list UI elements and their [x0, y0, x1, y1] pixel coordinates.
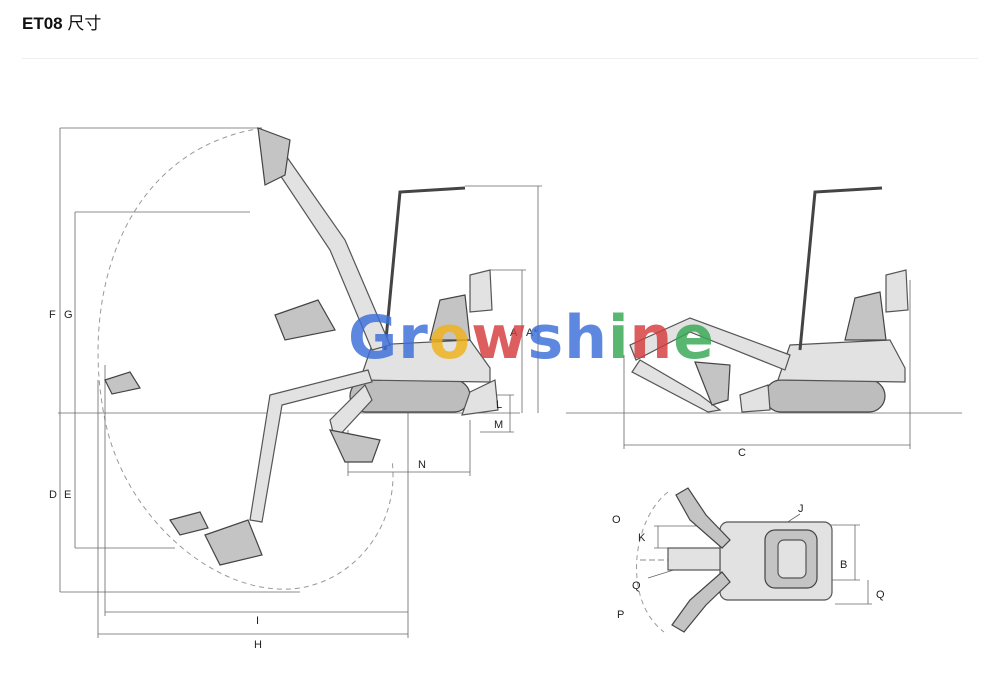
- dozer-blade: [739, 384, 771, 413]
- arm-folded: [631, 359, 722, 413]
- title-divider: [22, 58, 978, 59]
- transport-view: C: [566, 186, 962, 459]
- label-c: C: [738, 447, 746, 459]
- upper-body: [359, 339, 491, 383]
- boom-folded: [629, 317, 791, 371]
- wm-letter-7: n: [630, 303, 674, 373]
- wm-letter-0: G: [348, 303, 398, 373]
- swing-arc: [636, 491, 669, 633]
- label-p: P: [617, 609, 624, 621]
- label-h: H: [254, 639, 262, 651]
- dozer-blade: [461, 379, 499, 416]
- excavator-side-right: [629, 186, 909, 413]
- top-view: O J K B Q Q P: [612, 487, 885, 633]
- label-n: N: [418, 459, 426, 471]
- label-d: D: [49, 489, 57, 501]
- label-o: O: [612, 514, 621, 526]
- page-title: ET08 尺寸: [22, 9, 101, 34]
- seat: [429, 294, 471, 341]
- label-f: F: [49, 309, 56, 321]
- label-j: J: [798, 503, 804, 515]
- working-range-view: F G D E A A* L M N I H: [49, 127, 542, 651]
- track: [764, 379, 886, 413]
- boom-left: [675, 487, 731, 549]
- label-q-right: Q: [876, 589, 885, 601]
- canopy-frame: [383, 186, 466, 351]
- excavator-side-left: [104, 127, 499, 566]
- wm-letter-6: i: [608, 303, 630, 373]
- label-m: M: [494, 419, 503, 431]
- wm-letter-4: s: [528, 303, 565, 373]
- label-g: G: [64, 309, 73, 321]
- canopy-frame: [798, 186, 883, 351]
- boom-right: [671, 571, 731, 633]
- bucket-low: [204, 519, 263, 566]
- label-a: A: [510, 327, 518, 339]
- label-b: B: [840, 559, 847, 571]
- title-suffix: 尺寸: [67, 14, 102, 34]
- label-l: L: [496, 399, 502, 411]
- boom-lowered: [249, 369, 373, 523]
- watermark-logo: Growshine: [348, 303, 715, 373]
- wm-letter-3: w: [471, 303, 527, 373]
- bucket-top: [257, 127, 291, 186]
- bucket: [694, 361, 731, 406]
- wm-letter-8: e: [673, 303, 715, 373]
- wm-letter-5: h: [564, 303, 608, 373]
- label-i: I: [256, 615, 259, 627]
- bucket-mid: [328, 429, 381, 463]
- excavator-top: [667, 487, 833, 633]
- label-e: E: [64, 489, 71, 501]
- label-k: K: [638, 532, 646, 544]
- title-model: ET08: [22, 14, 63, 33]
- label-q-left: Q: [632, 580, 641, 592]
- wm-letter-2: o: [429, 303, 471, 373]
- wm-letter-1: r: [398, 303, 429, 373]
- label-a-star: A*: [526, 327, 538, 339]
- seat: [844, 291, 887, 341]
- upper-body: [777, 339, 906, 383]
